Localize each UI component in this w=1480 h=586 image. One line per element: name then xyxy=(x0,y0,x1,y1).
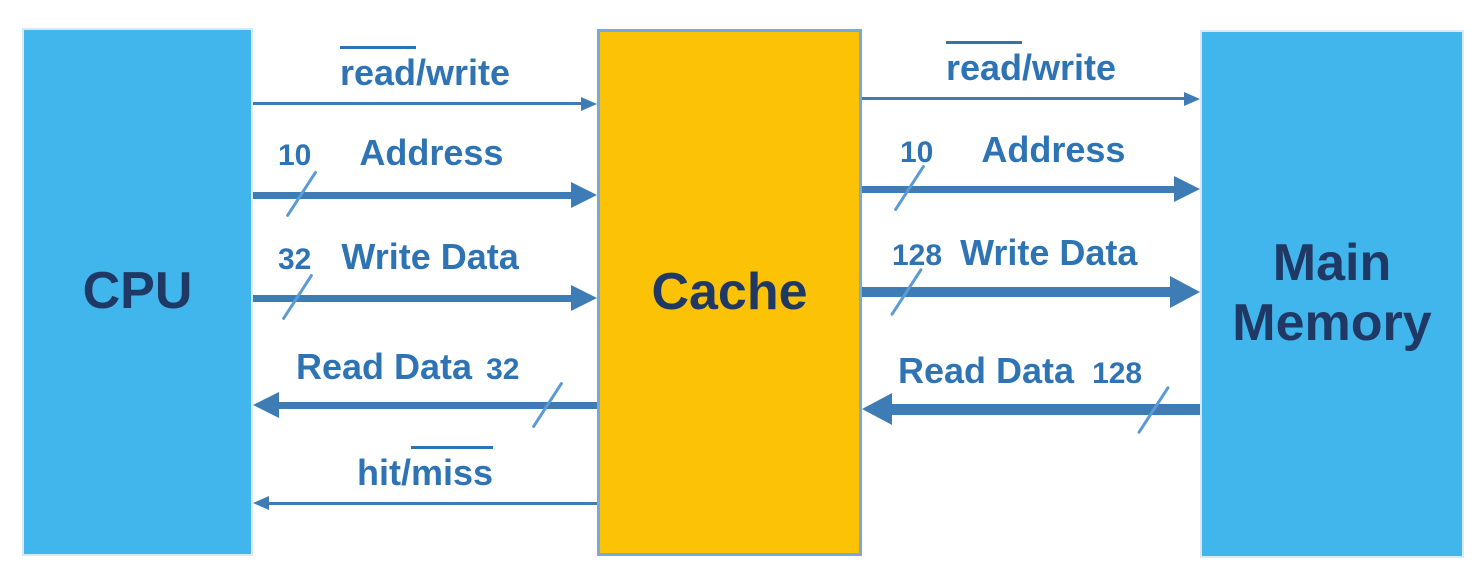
right-arrowhead-icon xyxy=(571,285,597,311)
cpu-cache-read-write-label: read/write xyxy=(253,46,597,93)
main-memory-label-line1: Main xyxy=(1272,234,1392,293)
right-arrowhead-icon xyxy=(571,182,597,208)
hit-miss-overlined-part: miss xyxy=(410,446,494,493)
write-data-text: Write Data xyxy=(960,232,1138,273)
cpu-cache-address-label: 10 Address xyxy=(278,133,503,176)
read-data-text: Read Data xyxy=(296,346,473,387)
cache-memory-read-write-label: read/write xyxy=(862,41,1200,88)
cache-label: Cache xyxy=(651,262,808,321)
right-arrowhead-icon xyxy=(1174,176,1200,202)
cpu-cache-write-data-label: 32 Write Data xyxy=(278,237,519,280)
right-arrowhead-icon xyxy=(1170,276,1200,308)
cache-block: Cache xyxy=(597,29,862,556)
cache-memory-address-label: 10 Address xyxy=(900,130,1125,173)
cpu-cache-read-write-line xyxy=(253,102,581,105)
cache-memory-read-write-line xyxy=(862,97,1184,100)
main-memory-label-line2: Memory xyxy=(1232,294,1432,352)
cache-memory-write-data-line xyxy=(862,287,1170,297)
bus-width-value: 128 xyxy=(892,239,943,272)
left-arrowhead-icon xyxy=(253,392,279,418)
left-arrowhead-icon xyxy=(253,496,269,510)
cpu-cache-read-data-label: Read Data 32 xyxy=(296,347,519,390)
address-text: Address xyxy=(359,132,504,173)
read-write-overlined-part: read xyxy=(339,46,416,93)
read-data-text: Read Data xyxy=(898,350,1075,391)
read-write-rest-part: /write xyxy=(416,52,511,93)
cpu-cache-address-line xyxy=(253,192,571,199)
cpu-cache-hit-miss-line xyxy=(269,502,597,505)
cache-memory-address-line xyxy=(862,186,1174,193)
cache-memory-read-data-label: Read Data 128 xyxy=(898,351,1142,394)
read-write-overlined-part: read xyxy=(945,41,1022,88)
right-arrowhead-icon xyxy=(1184,92,1200,106)
bus-width-value: 32 xyxy=(278,243,312,276)
left-arrowhead-icon xyxy=(862,393,892,425)
write-data-text: Write Data xyxy=(341,236,519,277)
bus-width-value: 32 xyxy=(486,353,520,386)
bus-width-value: 10 xyxy=(900,136,934,169)
cpu-cache-hit-miss-label: hit/miss xyxy=(253,446,597,493)
cpu-cache-read-data-line xyxy=(279,402,597,409)
cpu-cache-write-data-line xyxy=(253,295,571,302)
read-write-rest-part: /write xyxy=(1022,47,1117,88)
cpu-label: CPU xyxy=(82,262,193,321)
right-arrowhead-icon xyxy=(581,97,597,111)
cpu-block: CPU xyxy=(22,28,253,556)
cache-memory-write-data-label: 128 Write Data xyxy=(892,233,1137,276)
main-memory-block: Main Memory xyxy=(1200,30,1464,558)
cache-memory-read-data-line xyxy=(892,404,1200,415)
bus-width-value: 10 xyxy=(278,139,312,172)
bus-width-value: 128 xyxy=(1092,357,1143,390)
address-text: Address xyxy=(981,129,1126,170)
hit-miss-prefix-part: hit/ xyxy=(356,452,411,493)
